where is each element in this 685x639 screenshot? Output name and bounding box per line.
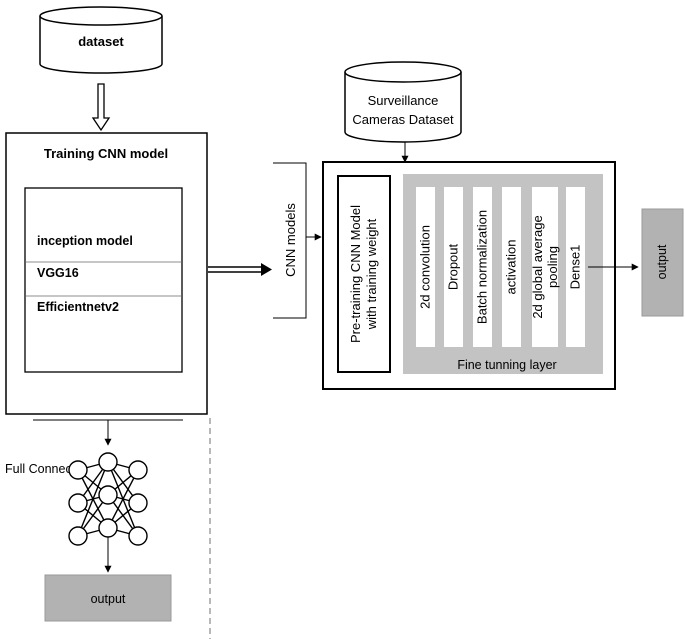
fine-tuning-layer bbox=[416, 187, 435, 347]
right-output-label: output bbox=[655, 244, 669, 279]
model-inception: inception model bbox=[37, 234, 133, 248]
fine-tuning-layer bbox=[566, 187, 585, 347]
training-to-cnn-arrow bbox=[208, 263, 272, 276]
models-list-box bbox=[24, 187, 183, 373]
model-efficientnetv2: Efficientnetv2 bbox=[37, 300, 119, 314]
surveillance-label-line2: Cameras Dataset bbox=[352, 112, 454, 127]
full-connect-label: Full Connect bbox=[5, 462, 76, 476]
fine-tuning-layer-label: Dropout bbox=[446, 243, 461, 290]
pretraining-label-line2: with training weight bbox=[364, 218, 379, 330]
cnn-models-label: CNN models bbox=[283, 203, 298, 277]
fine-tuning-layer bbox=[532, 187, 558, 347]
dataset-label: dataset bbox=[78, 34, 124, 49]
fine-tuning-layer-label: Dense1 bbox=[568, 245, 583, 290]
fine-tuning-layer-label: 2d convolution bbox=[418, 225, 433, 309]
neural-network-icon bbox=[68, 452, 148, 546]
fine-tuning-layer bbox=[502, 187, 521, 347]
training-title: Training CNN model bbox=[44, 146, 168, 161]
surveillance-dataset-cylinder: Surveillance Cameras Dataset bbox=[344, 61, 462, 143]
dataset-cylinder: dataset bbox=[39, 6, 163, 74]
fine-tuning-layer-label: 2d global average bbox=[530, 215, 545, 318]
dataset-to-training-arrow bbox=[91, 83, 111, 132]
fine-tuning-layer-label: activation bbox=[504, 240, 519, 295]
fine-tuning-title: Fine tunning layer bbox=[457, 358, 556, 372]
fine-tuning-layer bbox=[444, 187, 463, 347]
surveillance-label-line1: Surveillance bbox=[368, 93, 439, 108]
model-vgg16: VGG16 bbox=[37, 266, 79, 280]
pretraining-label-line1: Pre-training CNN Model bbox=[348, 205, 363, 343]
training-cnn-box: Training CNN model inception model VGG16… bbox=[5, 132, 208, 415]
pretraining-box: Pre-training CNN Model with training wei… bbox=[337, 175, 391, 373]
fine-tuning-layer-label: pooling bbox=[545, 246, 560, 288]
right-output-box: output bbox=[641, 208, 684, 317]
left-output-label: output bbox=[91, 592, 126, 606]
left-output-box: output bbox=[44, 574, 172, 622]
fine-tuning-panel: 2d convolution Dropout Batch normalization… bbox=[403, 174, 603, 374]
fine-tuning-layer-label: Batch normalization bbox=[475, 210, 490, 324]
fine-tuning-layer bbox=[473, 187, 492, 347]
cnn-models-bracket: CNN models bbox=[273, 162, 307, 319]
